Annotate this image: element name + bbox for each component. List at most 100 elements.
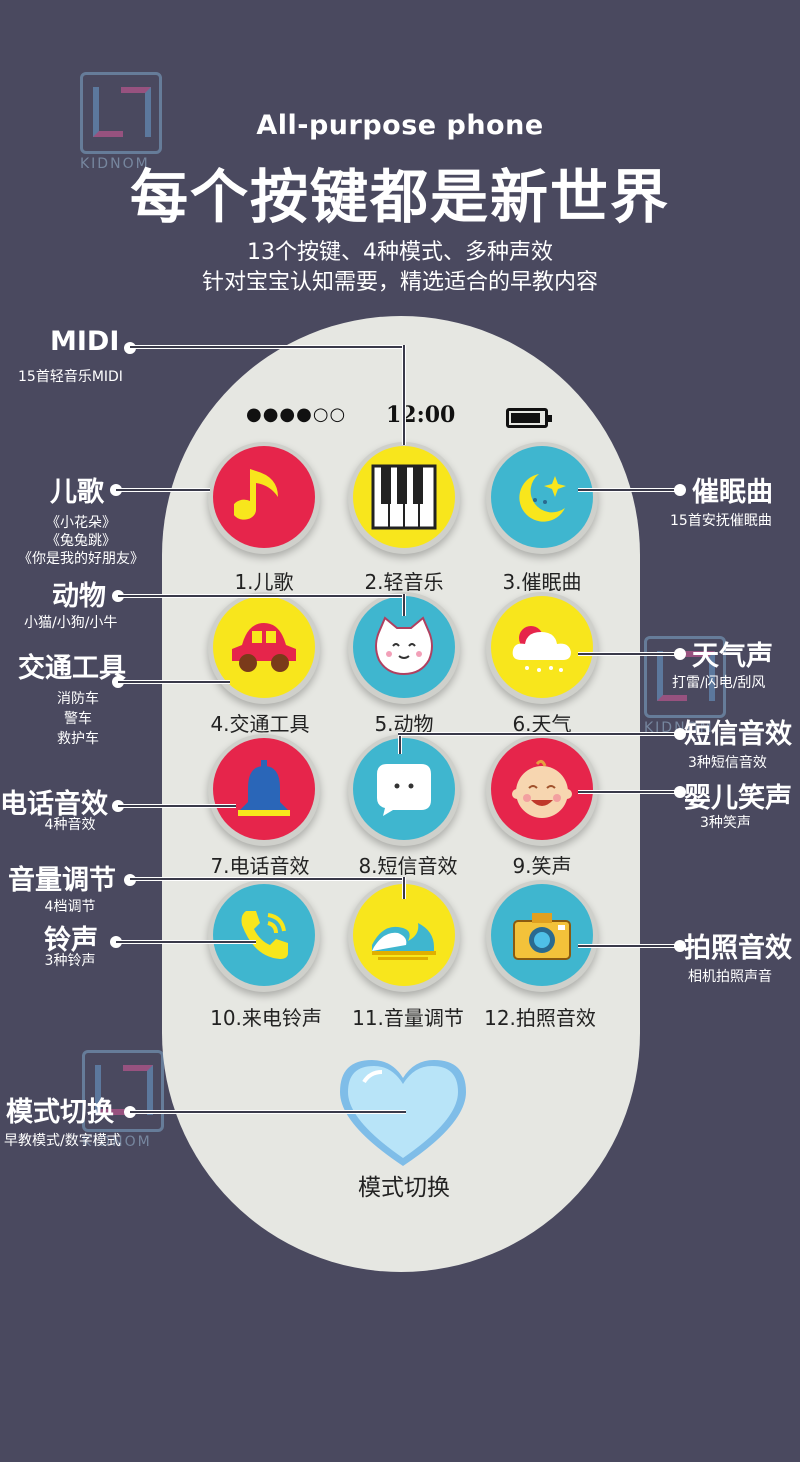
mode-switch-button[interactable] — [334, 1054, 472, 1174]
watermark-logo: KIDNOM — [80, 72, 162, 178]
button-label: 3.催眠曲 — [502, 570, 582, 594]
page-title: 每个按键都是新世界 — [129, 163, 670, 231]
callout-dianhua-desc: 4种音效 — [44, 817, 96, 833]
car-icon — [232, 623, 296, 672]
message-bubble-icon — [377, 764, 431, 816]
button-label: 1.儿歌 — [234, 570, 294, 594]
callout-moshi-title: 模式切换 — [6, 1097, 114, 1128]
callout-line — [578, 488, 680, 492]
callout-dianhua-title: 电话音效 — [0, 789, 108, 820]
callout-jiaotong-desc: 消防车 — [57, 691, 99, 707]
watermark-logo: KIDNOM — [644, 636, 726, 742]
callout-jiaotong-title: 交通工具 — [18, 653, 126, 684]
callout-dot — [674, 940, 686, 952]
callout-jiaotong-desc: 警车 — [64, 711, 92, 727]
button-label: 12.拍照音效 — [484, 1006, 596, 1030]
callout-line — [130, 1110, 406, 1114]
button-label: 9.笑声 — [512, 854, 572, 878]
callout-xiaosheng-title: 婴儿笑声 — [684, 783, 792, 814]
callout-dot — [674, 484, 686, 496]
button-lullaby[interactable] — [486, 442, 598, 554]
button-animals[interactable] — [348, 592, 460, 704]
button-light-music[interactable] — [348, 442, 460, 554]
button-volume[interactable] — [348, 880, 460, 992]
header-desc-line-1: 13个按键、4种模式、多种声效 — [247, 240, 553, 265]
callout-moshi-desc: 早教模式/数字模式 — [4, 1133, 121, 1149]
watermark-logo: KIDNOM — [82, 1050, 164, 1156]
piano-keys-icon — [371, 464, 437, 530]
callout-line — [578, 652, 680, 656]
callout-line — [398, 732, 680, 736]
button-vehicles[interactable] — [208, 592, 320, 704]
bell-icon — [238, 760, 290, 816]
button-phone-sounds[interactable] — [208, 734, 320, 846]
callout-dot — [674, 648, 686, 660]
callout-dot — [674, 786, 686, 798]
callout-line — [118, 680, 230, 684]
callout-yinliang-title: 音量调节 — [8, 865, 116, 896]
callout-midi-desc: 15首轻音乐MIDI — [18, 369, 123, 385]
wave-icon — [372, 923, 436, 960]
button-label: 10.来电铃声 — [210, 1006, 322, 1030]
mode-switch-label: 模式切换 — [358, 1175, 450, 1201]
status-time: 12:00 — [386, 402, 456, 428]
heart-icon — [340, 1060, 466, 1166]
camera-icon — [513, 913, 571, 960]
callout-erge-title: 儿歌 — [50, 477, 104, 508]
cat-face-icon — [375, 616, 433, 676]
callout-line — [130, 345, 406, 349]
button-label: 2.轻音乐 — [364, 570, 444, 594]
cloud-rain-icon — [512, 626, 571, 672]
callout-line — [402, 345, 406, 445]
callout-paizhao-title: 拍照音效 — [684, 933, 792, 964]
callout-lingsheng-desc: 3种铃声 — [44, 953, 96, 969]
music-note-icon — [234, 469, 278, 520]
callout-line — [116, 940, 256, 944]
callout-line — [578, 790, 680, 794]
callout-tianqi-desc: 打雷/闪电/刮风 — [672, 675, 766, 691]
header-desc-line-2: 针对宝宝认知需要，精选适合的早教内容 — [201, 270, 598, 295]
callout-dongwu-title: 动物 — [52, 581, 106, 612]
callout-erge-desc: 《小花朵》 — [46, 515, 116, 531]
button-label: 11.音量调节 — [352, 1006, 464, 1030]
callout-line — [116, 488, 210, 492]
battery-icon — [506, 408, 552, 428]
button-camera-sound[interactable] — [486, 880, 598, 992]
callout-xiaosheng-desc: 3种笑声 — [700, 815, 751, 831]
watermark-text: KIDNOM — [80, 156, 150, 172]
header-subtitle: All-purpose phone — [256, 110, 544, 141]
baby-face-icon — [512, 759, 572, 818]
phone-handset-icon — [241, 911, 288, 959]
callout-paizhao-desc: 相机拍照声音 — [688, 969, 772, 985]
signal-dots: ●●●●○○ — [246, 404, 347, 425]
callout-line — [402, 877, 406, 899]
button-sms-sounds[interactable] — [348, 734, 460, 846]
callout-jiaotong-desc: 救护车 — [57, 731, 99, 747]
button-weather[interactable] — [486, 592, 598, 704]
callout-line — [398, 732, 402, 754]
callout-erge-desc: 《兔兔跳》 — [46, 533, 116, 549]
callout-dot — [674, 728, 686, 740]
callout-line — [118, 594, 406, 598]
callout-line — [578, 944, 680, 948]
callout-dongwu-desc: 小猫/小狗/小牛 — [24, 615, 118, 631]
callout-erge-desc: 《你是我的好朋友》 — [18, 551, 144, 567]
callout-midi-title: MIDI — [50, 326, 120, 357]
callout-cuimian-desc: 15首安抚催眠曲 — [670, 513, 772, 529]
callout-line — [130, 877, 406, 881]
button-ringtone[interactable] — [208, 880, 320, 992]
moon-star-icon — [519, 474, 566, 522]
callout-line — [118, 804, 236, 808]
button-nursery-rhymes[interactable] — [208, 442, 320, 554]
watermark-text: KIDNOM — [82, 1134, 152, 1150]
callout-cuimian-title: 催眠曲 — [692, 477, 773, 508]
callout-duanxin-title: 短信音效 — [684, 719, 792, 750]
callout-duanxin-desc: 3种短信音效 — [688, 755, 767, 771]
callout-yinliang-desc: 4档调节 — [44, 899, 96, 915]
callout-tianqi-title: 天气声 — [692, 641, 773, 672]
button-label: 8.短信音效 — [358, 854, 458, 878]
callout-line — [402, 594, 406, 616]
button-label: 7.电话音效 — [210, 854, 310, 878]
button-label: 4.交通工具 — [210, 712, 310, 736]
callout-lingsheng-title: 铃声 — [44, 925, 98, 956]
